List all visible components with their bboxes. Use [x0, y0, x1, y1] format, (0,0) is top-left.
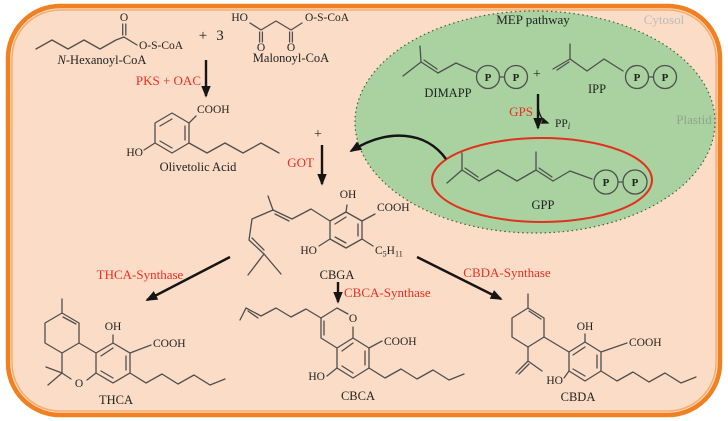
malonoyl-label: Malonoyl-CoA [253, 51, 329, 65]
gpp-label: GPP [532, 198, 555, 212]
hexanoyl-label: N-Hexanoyl-CoA [57, 53, 147, 67]
cbda-synthase-label: CBDA-Synthase [463, 265, 551, 280]
gpp-to-got-arrow [349, 134, 447, 160]
thca-cooh: COOH [153, 338, 186, 350]
olivetolic-ho: HO [126, 147, 143, 159]
malonoyl-oscoa: O-S-CoA [305, 12, 350, 24]
cbda-arrow [416, 255, 503, 301]
ipp-p1: P [634, 72, 641, 84]
cbga-label: CBGA [320, 268, 355, 282]
plastid-label: Plastid [676, 112, 712, 127]
thca-label: THCA [99, 393, 133, 407]
cbca-label: CBCA [341, 389, 375, 403]
dimapp-p1: P [485, 72, 492, 84]
cbda-oh: OH [577, 321, 594, 333]
cbga-structure [247, 195, 376, 276]
cbda-label: CBDA [561, 390, 596, 404]
thca-synthase-label: THCA-Synthase [97, 267, 184, 282]
olivetolic-cooh: COOH [197, 104, 230, 116]
malonoyl-structure [249, 20, 303, 43]
gps-label: GPS [509, 104, 533, 119]
plus-sign-got: + [314, 127, 322, 142]
cbda-cooh: COOH [629, 337, 662, 349]
gpp-p1: P [603, 177, 610, 189]
cell-membrane-inner-edge [11, 9, 717, 412]
thca-ring-o: O [75, 378, 83, 390]
gpp-highlight-ellipse [431, 137, 653, 223]
thca-arrow [145, 255, 231, 302]
mep-pathway-label: MEP pathway [496, 12, 570, 27]
gpp-p2: P [632, 177, 639, 189]
cbca-structure [239, 307, 465, 381]
malonoyl-o2: O [287, 42, 295, 54]
cbga-pentyl-formula: C5H11 [375, 245, 403, 259]
hexanoyl-oscoa: O-S-CoA [139, 40, 184, 52]
ipp-p2: P [662, 72, 669, 84]
cbca-ring-o: O [349, 313, 357, 325]
cbca-cooh: COOH [384, 336, 417, 348]
dimapp-p2: P [513, 72, 520, 84]
cbga-oh: OH [340, 189, 357, 201]
cytosol-label: Cytosol [644, 12, 685, 27]
cbca-ho: HO [308, 371, 325, 383]
plus-sign-ipp: + [533, 67, 541, 82]
thca-oh: OH [105, 321, 122, 333]
hexanoyl-carbonyl-o: O [120, 12, 128, 24]
dimapp-structure [402, 45, 529, 90]
hexanoyl-structure [35, 23, 138, 50]
ppi-label: PPi [555, 118, 571, 131]
coefficient-three: 3 [216, 28, 224, 44]
olivetolic-label: Olivetolic Acid [160, 160, 237, 174]
thca-structure [44, 298, 226, 386]
ppi-branch-arrow [537, 106, 550, 124]
gpp-structure [446, 151, 648, 195]
cbda-ho: HO [546, 375, 563, 387]
pks-oac-label: PKS + OAC [136, 73, 201, 88]
cbga-ho: HO [300, 245, 317, 257]
malonoyl-o1: O [257, 42, 265, 54]
ipp-label: IPP [588, 82, 606, 96]
malonoyl-ho: HO [231, 12, 248, 24]
cbda-structure [511, 293, 697, 384]
ipp-structure [552, 43, 678, 90]
plus-sign-top: + [199, 28, 207, 44]
cbga-cooh: COOH [377, 202, 410, 214]
olivetolic-structure [143, 112, 280, 154]
cbca-synthase-label: CBCA-Synthase [344, 285, 431, 300]
dimapp-label: DIMAPP [424, 86, 471, 100]
got-label: GOT [287, 155, 314, 170]
